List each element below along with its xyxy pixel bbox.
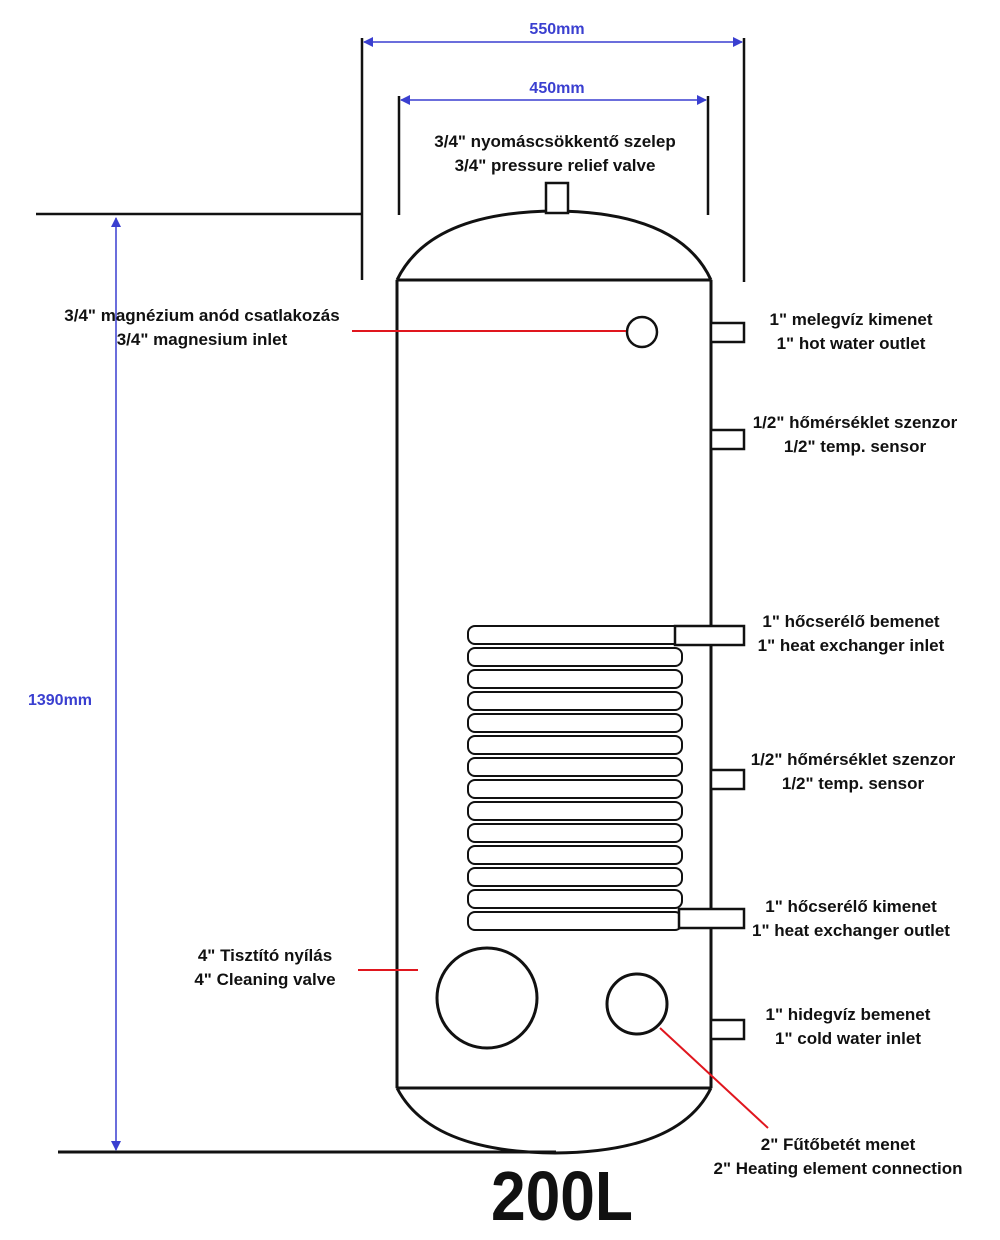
hot-outlet-label-en: 1" hot water outlet	[777, 334, 926, 353]
cleaning-opening	[435, 946, 539, 1050]
relief-valve-label-en: 3/4" pressure relief valve	[455, 156, 656, 175]
dimension-height-line	[36, 212, 556, 1154]
hx-inlet-nozzle	[673, 624, 746, 647]
temp-sensor-top-nozzle	[709, 428, 746, 451]
hot-outlet-label-hu: 1" melegvíz kimenet	[769, 310, 932, 329]
cold-inlet-label-hu: 1" hidegvíz bemenet	[766, 1005, 931, 1024]
leader-lines	[352, 330, 769, 1129]
coil-turn	[467, 713, 683, 733]
anode-port	[625, 315, 659, 349]
heating-element-port	[605, 972, 669, 1036]
dimension-inner-width: 450mm	[529, 80, 584, 97]
coil-turn	[467, 647, 683, 667]
temp-sensor-top-label-hu: 1/2" hőmérséklet szenzor	[753, 413, 958, 432]
anode-label-hu: 3/4" magnézium anód csatlakozás	[64, 306, 339, 325]
coil-turn	[467, 735, 683, 755]
coil-turn	[467, 911, 683, 931]
coil-turn	[467, 889, 683, 909]
cleaning-label-hu: 4" Tisztító nyílás	[198, 946, 332, 965]
hot-outlet-nozzle	[709, 321, 746, 344]
heating-element-leader	[659, 1027, 769, 1129]
coil-turn	[467, 757, 683, 777]
coil-turn	[467, 669, 683, 689]
coil-turn	[467, 691, 683, 711]
cleaning-label-en: 4" Cleaning valve	[194, 970, 335, 989]
temp-sensor-top-label-en: 1/2" temp. sensor	[784, 437, 927, 456]
heat-exchanger-coil	[467, 625, 683, 931]
anode-label-en: 3/4" magnesium inlet	[117, 330, 288, 349]
dimension-height: 1390mm	[28, 692, 92, 709]
dimension-outer-width: 550mm	[529, 21, 584, 38]
cold-inlet-label-en: 1" cold water inlet	[775, 1029, 921, 1048]
tank-body	[395, 209, 713, 1155]
dimension-450-line	[397, 95, 710, 215]
temp-sensor-mid-label-hu: 1/2" hőmérséklet szenzor	[751, 750, 956, 769]
tank-top-dome	[395, 209, 713, 281]
relief-valve-nozzle	[544, 181, 570, 215]
capacity-label: 200L	[491, 1157, 633, 1235]
hx-outlet-label-hu: 1" hőcserélő kimenet	[765, 897, 937, 916]
tank-bottom-dome	[395, 1087, 713, 1155]
coil-turn	[467, 625, 683, 645]
temp-sensor-mid-nozzle	[709, 768, 746, 791]
heating-element-label-hu: 2" Fűtőbetét menet	[761, 1135, 916, 1154]
hx-outlet-label-en: 1" heat exchanger outlet	[752, 921, 950, 940]
cold-inlet-nozzle	[709, 1018, 746, 1041]
dimension-550-line	[360, 37, 746, 282]
relief-valve-label-hu: 3/4" nyomáscsökkentő szelep	[434, 132, 675, 151]
hx-outlet-nozzle	[677, 907, 746, 930]
coil-turn	[467, 823, 683, 843]
heating-element-label-en: 2" Heating element connection	[714, 1159, 963, 1178]
hx-inlet-label-hu: 1" hőcserélő bemenet	[762, 612, 940, 631]
coil-turn	[467, 867, 683, 887]
coil-turn	[467, 779, 683, 799]
temp-sensor-mid-label-en: 1/2" temp. sensor	[782, 774, 925, 793]
coil-turn	[467, 801, 683, 821]
coil-turn	[467, 845, 683, 865]
hx-inlet-label-en: 1" heat exchanger inlet	[758, 636, 945, 655]
